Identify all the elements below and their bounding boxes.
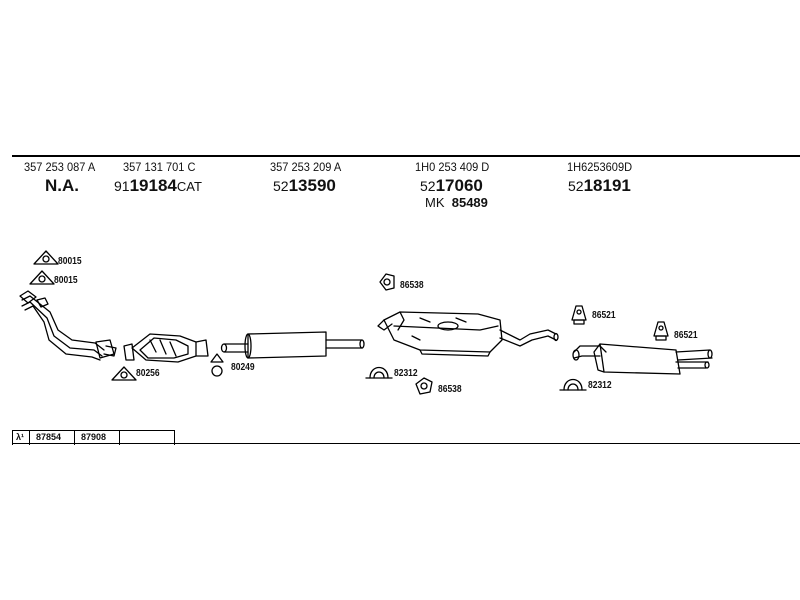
label-86538-b: 86538 — [438, 384, 462, 395]
footer-cell-1: 87854 — [29, 431, 74, 445]
code-2-main: 19184 — [129, 176, 177, 195]
label-82312-b: 82312 — [588, 380, 612, 391]
mount-86521-right — [653, 321, 669, 341]
code-3: 5213590 — [273, 176, 336, 196]
code-4: 5217060 — [420, 176, 483, 196]
rear-silencer-drawing — [572, 343, 713, 375]
code-3-main: 13590 — [288, 176, 336, 195]
part-number-2: 357 131 701 C — [123, 160, 196, 174]
mk-prefix: MK — [425, 195, 445, 210]
code-2-suffix: CAT — [176, 179, 202, 194]
label-80249: 80249 — [231, 362, 255, 373]
clamp-82312-b — [559, 378, 587, 391]
label-86521-a: 86521 — [592, 310, 616, 321]
code-2-prefix: 91 — [114, 178, 130, 194]
clamp-82312-a — [365, 366, 393, 379]
header-rule — [12, 155, 800, 157]
mk-value: 85489 — [451, 195, 488, 210]
part-number-4: 1H0 253 409 D — [415, 160, 490, 174]
front-silencer-drawing — [220, 331, 365, 359]
footer-cell-3 — [119, 431, 175, 445]
gasket-triangle-2 — [29, 270, 55, 285]
code-2: 9119184CAT — [114, 176, 202, 196]
label-80015-a: 80015 — [58, 256, 82, 267]
code-4-main: 17060 — [435, 176, 483, 195]
footer-symbol: λ¹ — [12, 431, 29, 445]
code-5-prefix: 52 — [568, 178, 584, 194]
catalytic-converter-drawing — [123, 333, 209, 363]
part-number-3: 357 253 209 A — [270, 160, 342, 174]
label-82312-a: 82312 — [394, 368, 418, 379]
label-86538-a: 86538 — [400, 280, 424, 291]
code-1: N.A. — [45, 176, 79, 195]
label-80015-b: 80015 — [54, 275, 78, 286]
code-5-main: 18191 — [583, 176, 631, 195]
middle-silencer-drawing — [377, 311, 559, 357]
label-86521-b: 86521 — [674, 330, 698, 341]
gasket-triangle-1 — [33, 250, 59, 265]
code-4-prefix: 52 — [420, 178, 436, 194]
rubber-mount-86538-lower — [415, 377, 433, 395]
part-number-5: 1H6253609D — [567, 160, 633, 174]
footer-cell-2: 87908 — [74, 431, 119, 445]
footer-rule — [12, 443, 800, 444]
code-3-prefix: 52 — [273, 178, 289, 194]
gasket-triangle-3 — [111, 366, 137, 381]
label-80256: 80256 — [136, 368, 160, 379]
code-5: 5218191 — [568, 176, 631, 196]
clamp-80249 — [210, 353, 224, 377]
mk-code: MK 85489 — [425, 195, 488, 210]
footer-table: λ¹ 87854 87908 — [12, 430, 175, 445]
front-pipe-drawing — [19, 290, 117, 361]
rubber-mount-86538-upper — [379, 273, 395, 291]
mount-86521-left — [571, 305, 587, 325]
part-number-1: 357 253 087 A — [24, 160, 96, 174]
